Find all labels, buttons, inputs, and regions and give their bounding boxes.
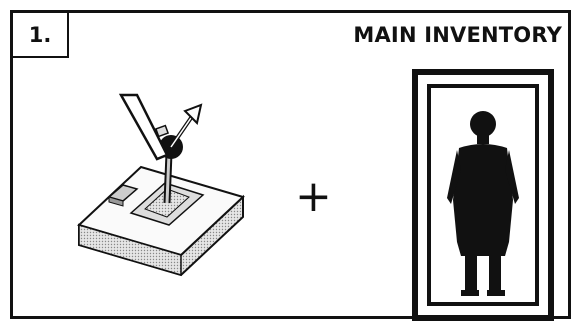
instruction-panel: 1. MAIN INVENTORY bbox=[10, 10, 571, 319]
step-number-box: 1. bbox=[13, 13, 69, 58]
plus-operator: + bbox=[295, 175, 332, 219]
joystick-icon bbox=[71, 75, 271, 265]
panel-title: MAIN INVENTORY bbox=[353, 23, 562, 47]
character-silhouette-icon bbox=[413, 70, 553, 320]
step-number: 1. bbox=[29, 23, 52, 47]
